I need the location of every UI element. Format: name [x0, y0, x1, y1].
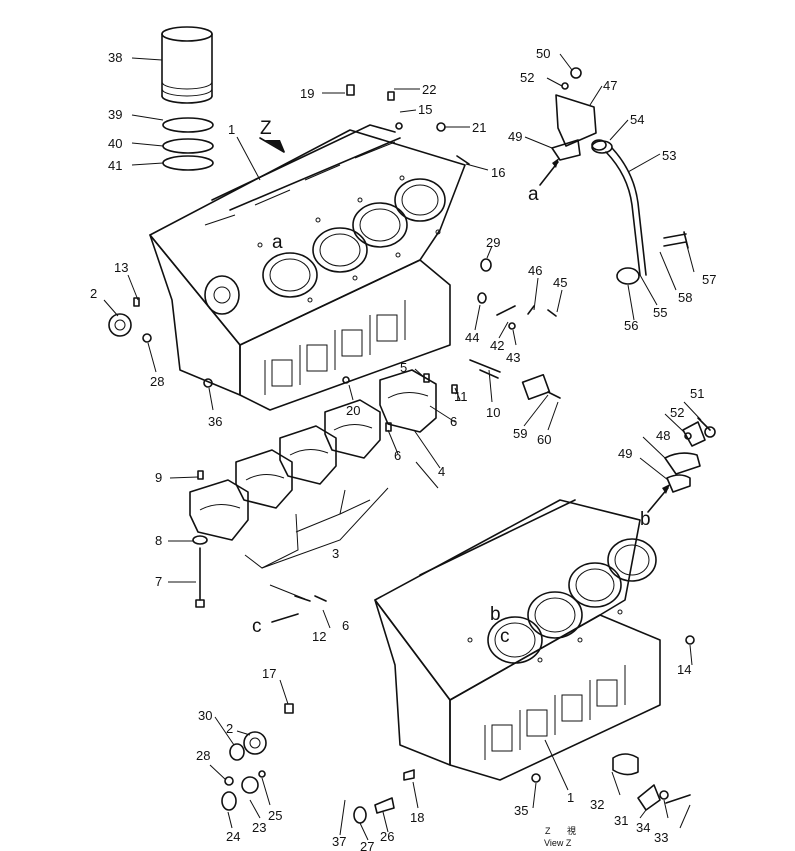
o-rings: [162, 117, 214, 171]
callout-51: 51: [690, 386, 704, 401]
callout-22: 22: [422, 82, 436, 97]
callout-35: 35: [514, 803, 528, 818]
callout-1-lower: 1: [567, 790, 574, 805]
callout-43: 43: [506, 350, 520, 365]
callout-9: 9: [155, 470, 162, 485]
callout-6-mid: 6: [394, 448, 401, 463]
callout-58: 58: [678, 290, 692, 305]
view-caption-jp: 視: [567, 825, 576, 836]
callout-54: 54: [630, 112, 644, 127]
view-z-letter: Z: [260, 118, 272, 139]
callout-11: 11: [454, 389, 468, 404]
callout-48: 48: [656, 428, 670, 443]
callout-23: 23: [252, 820, 266, 835]
callout-6-lower: 6: [342, 618, 349, 633]
callout-17: 17: [262, 666, 276, 681]
callout-18: 18: [410, 810, 424, 825]
callout-28-upper: 28: [150, 374, 164, 389]
callout-33: 33: [654, 830, 668, 845]
callout-14: 14: [677, 662, 691, 677]
callout-41: 41: [108, 158, 122, 173]
upper-cylinder-block: [149, 124, 466, 411]
callout-6-right: 6: [450, 414, 457, 429]
callout-2-upper: 2: [90, 286, 97, 301]
cylinder-liner: [161, 26, 213, 104]
callout-32: 32: [590, 797, 604, 812]
callout-34: 34: [636, 820, 650, 835]
small-hardware: [108, 67, 706, 824]
callout-1-upper: 1: [228, 122, 235, 137]
callout-57: 57: [702, 272, 716, 287]
callout-42: 42: [490, 338, 504, 353]
callout-36: 36: [208, 414, 222, 429]
callout-39: 39: [108, 107, 122, 122]
callout-49-upper: 49: [508, 129, 522, 144]
callout-13: 13: [114, 260, 128, 275]
callout-21: 21: [472, 120, 486, 135]
reference-letters: Z a a b b c c: [252, 118, 651, 647]
view-caption-view-z: View Z: [544, 838, 572, 848]
ref-b-block: b: [490, 604, 501, 625]
callout-29: 29: [486, 235, 500, 250]
lower-cylinder-block: [374, 499, 661, 781]
callout-56: 56: [624, 318, 638, 333]
callout-38: 38: [108, 50, 122, 65]
callout-46: 46: [528, 263, 542, 278]
leader-lines: [103, 53, 702, 841]
ref-c-block: c: [500, 626, 510, 647]
callout-27: 27: [360, 839, 374, 851]
callout-60: 60: [537, 432, 551, 447]
callout-55: 55: [653, 305, 667, 320]
callout-8: 8: [155, 533, 162, 548]
callout-44: 44: [465, 330, 479, 345]
ref-a-block: a: [272, 232, 283, 253]
ref-c-pin: c: [252, 616, 262, 637]
callout-labels: 38 39 40 41 1 19 22 15 21 16 13 2 28 36 …: [90, 46, 716, 851]
callout-31: 31: [614, 813, 628, 828]
callout-49-lower: 49: [618, 446, 632, 461]
callout-5: 5: [400, 360, 407, 375]
callout-53: 53: [662, 148, 676, 163]
callout-2-lower: 2: [226, 721, 233, 736]
reference-arrows: [259, 137, 670, 623]
callout-24: 24: [226, 829, 240, 844]
callout-3: 3: [332, 546, 339, 561]
callout-28-lower: 28: [196, 748, 210, 763]
ref-a-arrow: a: [528, 184, 539, 205]
callout-59: 59: [513, 426, 527, 441]
callout-20: 20: [346, 403, 360, 418]
callout-16: 16: [491, 165, 505, 180]
callout-15: 15: [418, 102, 432, 117]
callout-26: 26: [380, 829, 394, 844]
callout-19: 19: [300, 86, 314, 101]
callout-30: 30: [198, 708, 212, 723]
main-bearing-caps: [189, 369, 437, 541]
callout-25: 25: [268, 808, 282, 823]
callout-47: 47: [603, 78, 617, 93]
callout-45: 45: [553, 275, 567, 290]
callout-40: 40: [108, 136, 122, 151]
view-caption: Z 視 View Z: [544, 825, 576, 848]
callout-12: 12: [312, 629, 326, 644]
view-caption-z: Z: [545, 826, 551, 836]
oil-pipe-group: [551, 94, 716, 493]
ref-b-arrow: b: [640, 509, 651, 530]
callout-7: 7: [155, 574, 162, 589]
callout-10: 10: [486, 405, 500, 420]
callout-50: 50: [536, 46, 550, 61]
callout-52-upper: 52: [520, 70, 534, 85]
callout-37: 37: [332, 834, 346, 849]
callout-4: 4: [438, 464, 445, 479]
callout-52-lower: 52: [670, 405, 684, 420]
